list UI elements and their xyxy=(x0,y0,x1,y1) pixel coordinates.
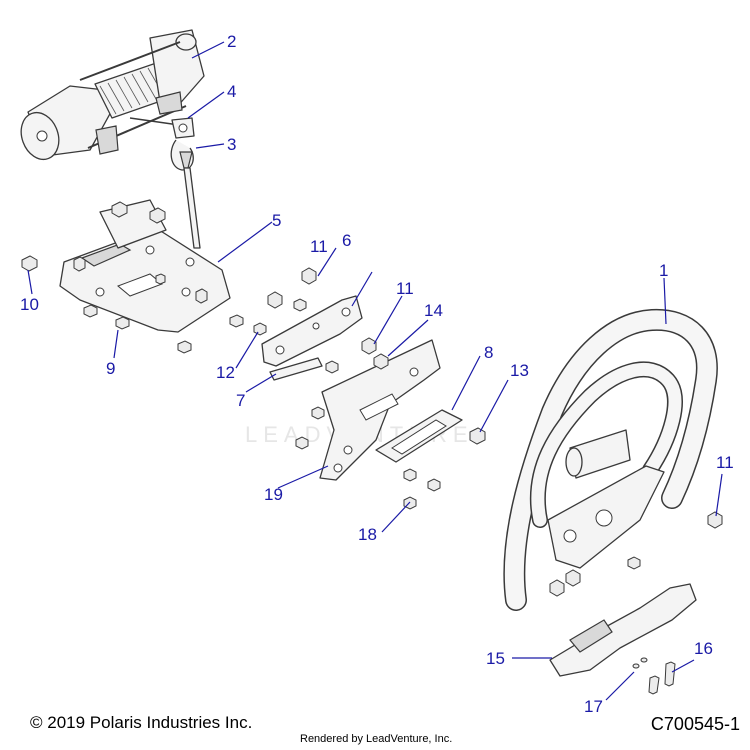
bolts-11-12 xyxy=(253,267,377,374)
callout-7: 7 xyxy=(236,391,245,410)
winch-hook xyxy=(170,139,201,249)
callout-8: 8 xyxy=(484,343,493,362)
callout-3: 3 xyxy=(227,135,236,154)
callout-17: 17 xyxy=(584,697,603,716)
skid-guard-15 xyxy=(549,583,697,677)
spacer-8 xyxy=(375,409,463,463)
callout-10: 10 xyxy=(20,295,39,314)
bracket-6 xyxy=(261,295,363,367)
callout-15: 15 xyxy=(486,649,505,668)
callout-6: 6 xyxy=(342,231,351,250)
callout-18: 18 xyxy=(358,525,377,544)
callout-1: 1 xyxy=(659,261,668,280)
callout-5: 5 xyxy=(272,211,281,230)
hardware-16-17 xyxy=(632,657,676,695)
callout-13: 13 xyxy=(510,361,529,380)
bolts-19 xyxy=(295,353,441,510)
mount-bolts xyxy=(21,201,244,354)
winch-rope-guide xyxy=(129,117,195,139)
copyright-notice: © 2019 Polaris Industries Inc. xyxy=(30,713,253,732)
callout-2: 2 xyxy=(227,32,236,51)
callout-9: 9 xyxy=(106,359,115,378)
callout-4: 4 xyxy=(227,82,236,101)
callout-12: 12 xyxy=(216,363,235,382)
callout-11-top: 11 xyxy=(310,237,328,256)
bumper-bolts xyxy=(549,511,723,597)
bolt-13 xyxy=(469,427,486,445)
callout-19: 19 xyxy=(264,485,283,504)
callout-16: 16 xyxy=(694,639,713,658)
callout-11-mid: 11 xyxy=(396,279,414,298)
callout-11-right: 11 xyxy=(716,453,734,472)
rendered-by-notice: Rendered by LeadVenture, Inc. xyxy=(300,733,453,745)
diagram-code: C700545-1 xyxy=(650,714,740,734)
callout-labels: 1 2 3 4 5 6 7 8 9 10 11 11 11 12 13 14 1… xyxy=(20,32,734,716)
bumper xyxy=(503,308,718,611)
link-7 xyxy=(269,357,323,381)
plate-19 xyxy=(319,339,441,481)
callout-14: 14 xyxy=(424,301,443,320)
leader-lines xyxy=(27,41,723,701)
winch xyxy=(20,29,205,161)
